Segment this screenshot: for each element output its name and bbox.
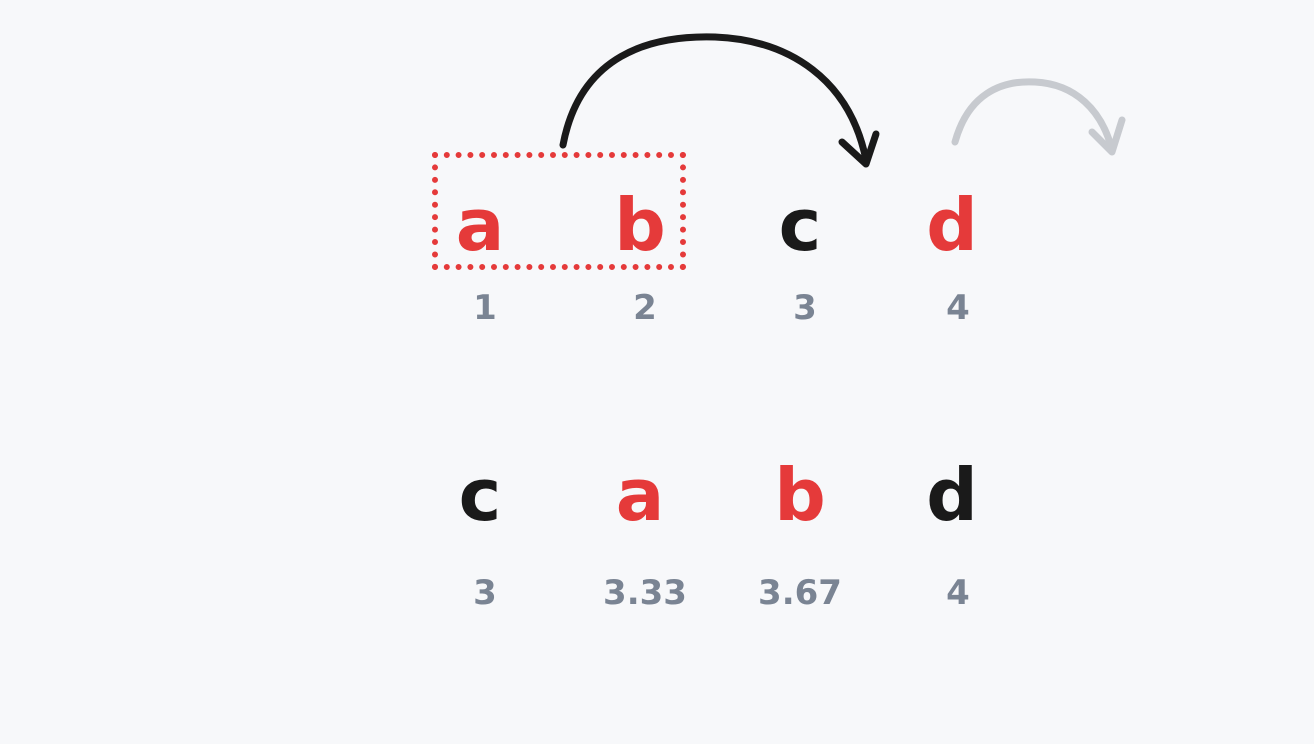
before-rank-4: 4 bbox=[946, 288, 970, 328]
after-rank-b: 3.67 bbox=[758, 573, 842, 613]
after-rank-c: 3 bbox=[473, 573, 497, 613]
before-rank-1: 1 bbox=[473, 288, 497, 328]
before-letter-a: a bbox=[455, 183, 505, 267]
after-rank-a: 3.33 bbox=[603, 573, 687, 613]
after-letter-a: a bbox=[615, 453, 665, 537]
faded-arrow bbox=[951, 78, 1126, 156]
before-rank-3: 3 bbox=[793, 288, 817, 328]
before-letter-c: c bbox=[778, 183, 822, 267]
before-letter-d: d bbox=[926, 183, 978, 267]
after-letter-c: c bbox=[458, 453, 502, 537]
move-arrow bbox=[559, 33, 880, 168]
before-letter-b: b bbox=[614, 183, 666, 267]
selection-box bbox=[432, 152, 686, 270]
before-rank-2: 2 bbox=[633, 288, 657, 328]
after-letter-d: d bbox=[926, 453, 978, 537]
after-letter-b: b bbox=[774, 453, 826, 537]
after-rank-d: 4 bbox=[946, 573, 970, 613]
